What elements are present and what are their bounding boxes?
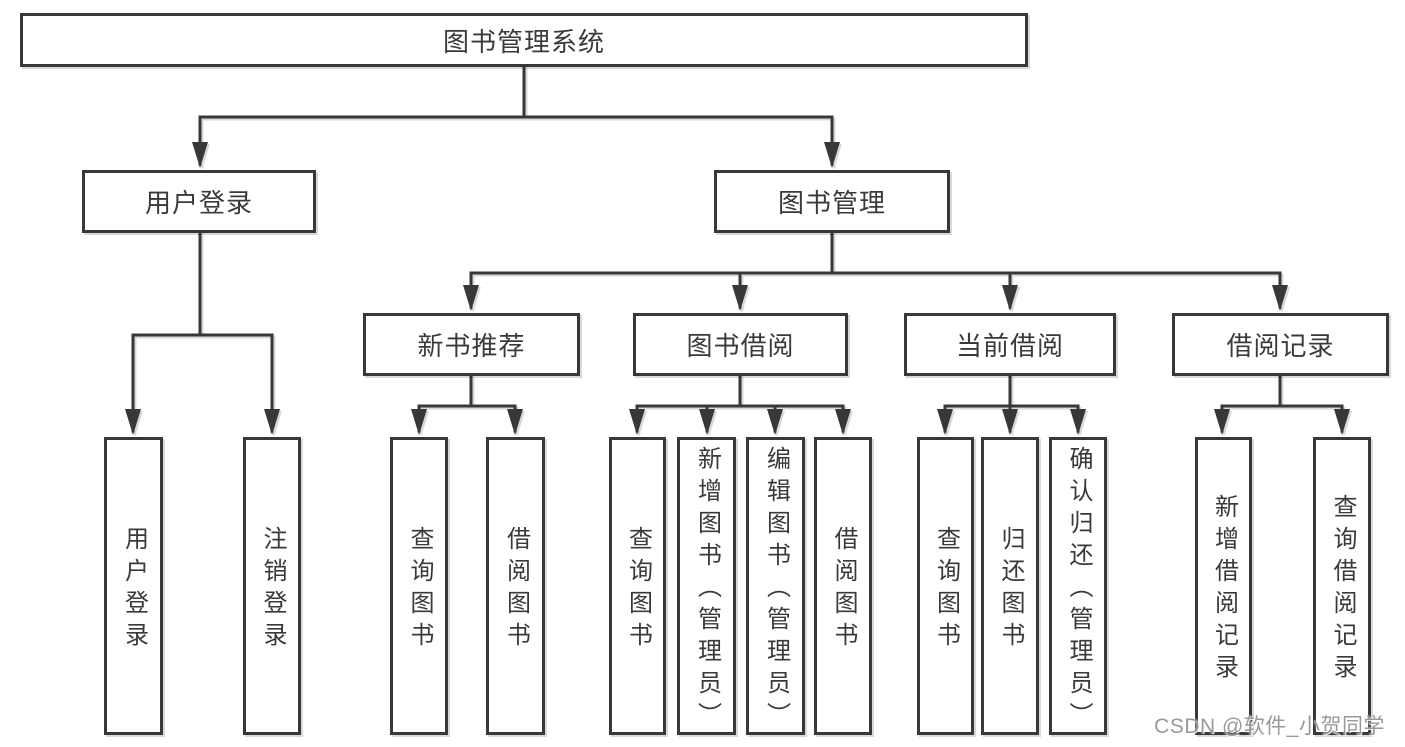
leaf-current-return-books: 归还图书: [981, 437, 1039, 735]
node-root-system-label: 图书管理系统: [442, 26, 605, 57]
leaf-borrow-add-books-admin: 新增图书（管理员）: [677, 437, 736, 735]
node-new-book-recommend-label: 新书推荐: [417, 331, 526, 361]
node-borrow-records-label: 借阅记录: [1226, 331, 1335, 361]
node-user-login: 用户登录: [82, 170, 316, 233]
leaf-borrow-edit-books-admin: 编辑图书（管理员）: [746, 437, 805, 735]
node-new-book-recommend: 新书推荐: [363, 313, 580, 376]
leaf-records-query-record-label: 查询借阅记录: [1329, 494, 1356, 686]
leaf-newbook-borrow-books-label: 借阅图书: [502, 526, 530, 654]
leaf-newbook-query-books: 查询图书: [390, 437, 448, 735]
leaf-current-return-books-label: 归还图书: [997, 526, 1024, 654]
leaf-current-confirm-return-admin-label: 确认归还（管理员）: [1065, 446, 1092, 734]
node-current-borrow-label: 当前借阅: [955, 331, 1064, 361]
node-book-management: 图书管理: [714, 170, 950, 233]
node-book-borrow-label: 图书借阅: [686, 331, 795, 361]
node-root-system: 图书管理系统: [20, 13, 1028, 67]
leaf-current-query-books-label: 查询图书: [932, 526, 960, 654]
leaf-records-query-record: 查询借阅记录: [1313, 437, 1371, 735]
leaf-borrow-borrow-books: 借阅图书: [814, 437, 872, 735]
leaf-borrow-borrow-books-label: 借阅图书: [830, 526, 857, 654]
leaf-newbook-borrow-books: 借阅图书: [486, 437, 545, 735]
node-book-borrow: 图书借阅: [633, 313, 848, 376]
node-book-management-label: 图书管理: [777, 188, 886, 218]
leaf-borrow-query-books: 查询图书: [609, 437, 666, 735]
leaf-logout: 注销登录: [243, 437, 301, 735]
leaf-borrow-query-books-label: 查询图书: [624, 526, 652, 654]
csdn-watermark: CSDN @软件_小贺同学: [1154, 715, 1385, 738]
leaf-current-confirm-return-admin: 确认归还（管理员）: [1049, 437, 1107, 735]
leaf-borrow-add-books-admin-label: 新增图书（管理员）: [693, 446, 721, 734]
leaf-user-login: 用户登录: [104, 437, 163, 735]
leaf-newbook-query-books-label: 查询图书: [406, 526, 433, 654]
leaf-borrow-edit-books-admin-label: 编辑图书（管理员）: [762, 446, 790, 734]
node-user-login-label: 用户登录: [144, 188, 253, 218]
leaf-user-login-label: 用户登录: [120, 526, 148, 654]
node-borrow-records: 借阅记录: [1172, 313, 1389, 376]
leaf-records-add-record: 新增借阅记录: [1195, 437, 1252, 735]
node-current-borrow: 当前借阅: [904, 313, 1116, 376]
leaf-logout-label: 注销登录: [259, 526, 286, 654]
leaf-current-query-books: 查询图书: [917, 437, 974, 735]
leaf-records-add-record-label: 新增借阅记录: [1210, 494, 1238, 686]
